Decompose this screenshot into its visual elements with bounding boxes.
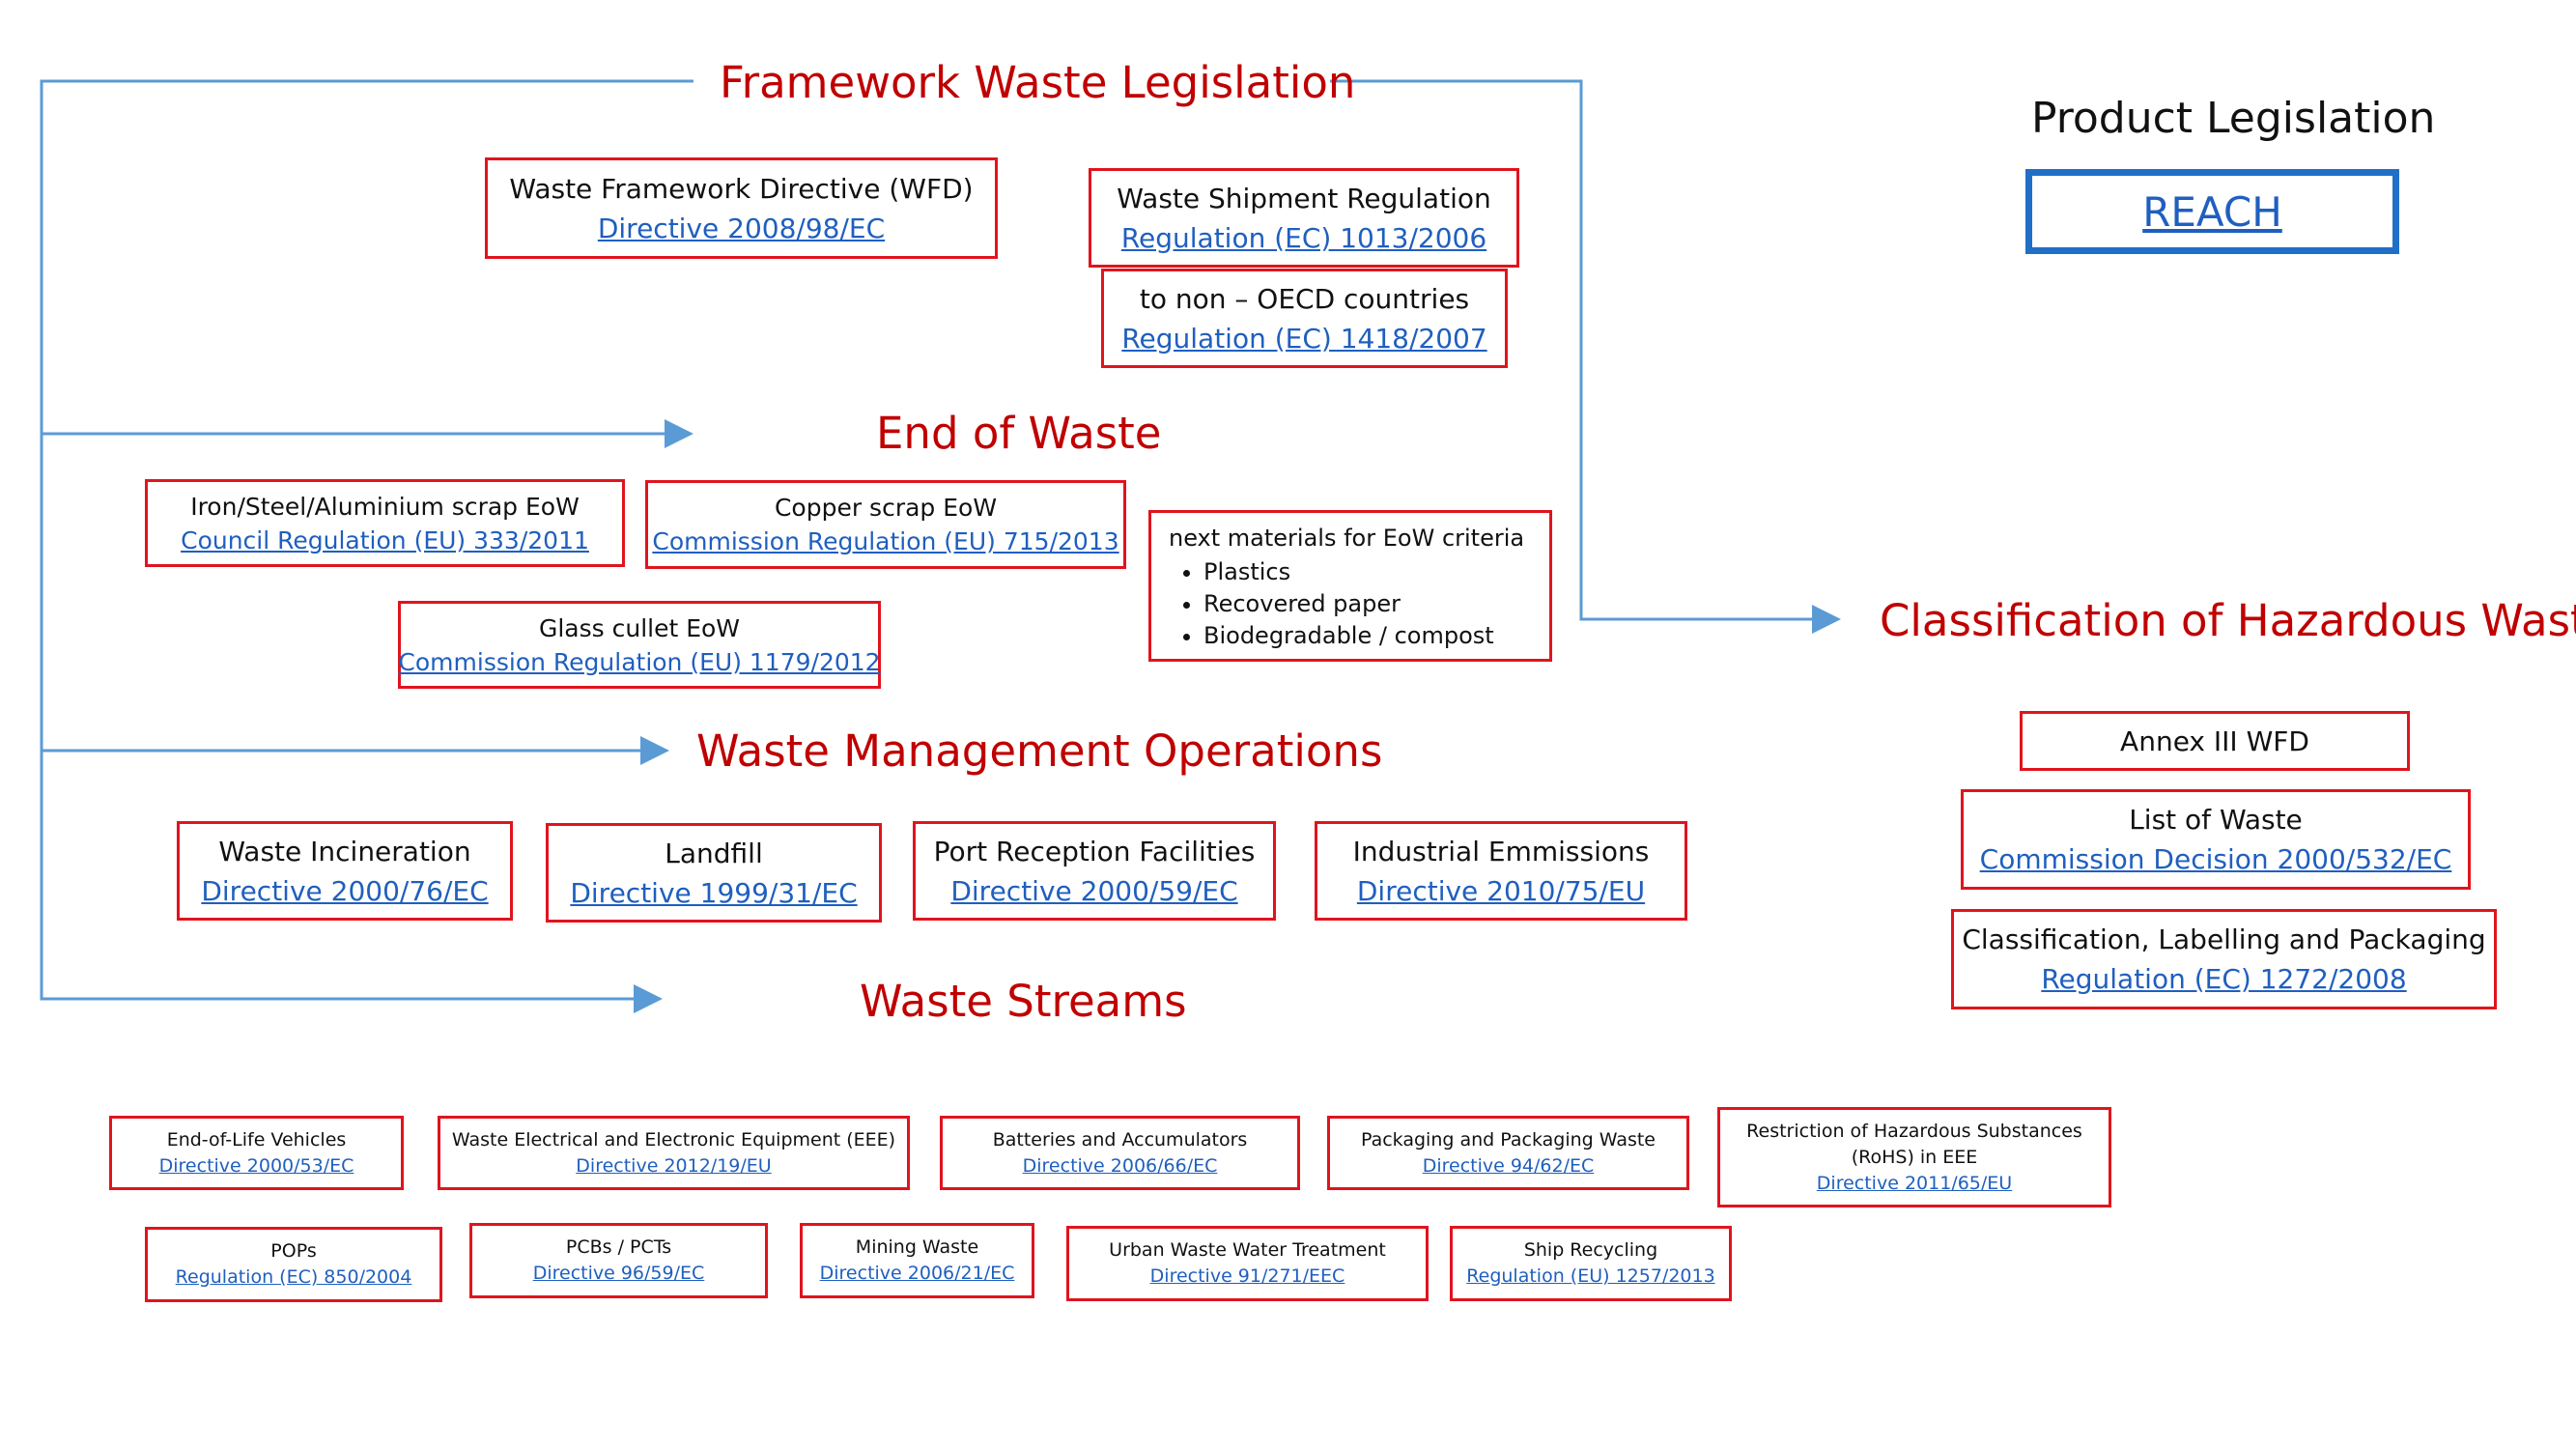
stream-title-line2: (RoHS) in EEE [1851, 1146, 1978, 1168]
stream-link[interactable]: Directive 2006/21/EC [819, 1263, 1015, 1284]
stream-link[interactable]: Directive 2000/53/EC [158, 1154, 354, 1177]
heading-classification: Classification of Hazardous Waste [1880, 595, 2576, 646]
oecd-title: to non – OECD countries [1139, 282, 1470, 315]
stream-link[interactable]: Directive 2006/66/EC [1022, 1154, 1218, 1177]
wmo-title: Port Reception Facilities [933, 835, 1256, 867]
stream-link[interactable]: Directive 2012/19/EU [576, 1154, 772, 1177]
wmo-box: Port Reception Facilities Directive 2000… [913, 821, 1276, 921]
wmo-link[interactable]: Directive 1999/31/EC [570, 876, 858, 909]
stream-box: End-of-Life Vehicles Directive 2000/53/E… [109, 1116, 404, 1190]
wmo-title: Landfill [665, 837, 763, 869]
stream-title: Packaging and Packaging Waste [1360, 1128, 1656, 1151]
wmo-box: Landfill Directive 1999/31/EC [546, 823, 882, 923]
heading-product: Product Legislation [2031, 94, 2436, 143]
heading-end-of-waste: End of Waste [876, 408, 1162, 459]
clp-title: Classification, Labelling and Packaging [1962, 923, 2486, 955]
eow-glass-title: Glass cullet EoW [538, 613, 741, 642]
stream-title: Ship Recycling [1523, 1239, 1658, 1261]
stream-title: PCBs / PCTs [565, 1236, 672, 1258]
eow-glass-link[interactable]: Commission Regulation (EU) 1179/2012 [398, 647, 881, 676]
connector-classification [1330, 79, 1841, 634]
stream-box: Mining Waste Directive 2006/21/EC [800, 1223, 1034, 1298]
eow-copper-box: Copper scrap EoW Commission Regulation (… [645, 480, 1126, 569]
annex-box: Annex III WFD [2020, 711, 2410, 771]
stream-box: PCBs / PCTs Directive 96/59/EC [469, 1223, 768, 1298]
heading-framework: Framework Waste Legislation [720, 57, 1356, 108]
reach-link[interactable]: REACH [2142, 187, 2282, 236]
eow-copper-link[interactable]: Commission Regulation (EU) 715/2013 [652, 527, 1119, 555]
stream-box: POPs Regulation (EC) 850/2004 [145, 1227, 442, 1302]
reach-box: REACH [2025, 169, 2399, 254]
wsr-link[interactable]: Regulation (EC) 1013/2006 [1120, 221, 1487, 254]
wmo-link[interactable]: Directive 2010/75/EU [1356, 874, 1646, 907]
oecd-link[interactable]: Regulation (EC) 1418/2007 [1121, 322, 1487, 355]
wsr-title: Waste Shipment Regulation [1117, 182, 1491, 214]
wmo-link[interactable]: Directive 2000/59/EC [950, 874, 1238, 907]
stream-link[interactable]: Directive 91/271/EEC [1149, 1265, 1345, 1287]
oecd-box: to non – OECD countries Regulation (EC) … [1101, 269, 1508, 368]
low-title: List of Waste [2129, 804, 2303, 836]
eow-iron-box: Iron/Steel/Aluminium scrap EoW Council R… [145, 479, 625, 567]
wmo-box: Industrial Emmissions Directive 2010/75/… [1315, 821, 1687, 921]
heading-wmo: Waste Management Operations [696, 725, 1383, 777]
clp-link[interactable]: Regulation (EC) 1272/2008 [2041, 963, 2407, 995]
wmo-title: Industrial Emmissions [1352, 835, 1650, 867]
wmo-title: Waste Incineration [218, 835, 471, 867]
stream-title: Restriction of Hazardous Substances [1746, 1120, 2082, 1142]
clp-box: Classification, Labelling and Packaging … [1951, 909, 2497, 1009]
stream-link[interactable]: Regulation (EU) 1257/2013 [1466, 1265, 1715, 1287]
stream-title: POPs [270, 1240, 317, 1262]
eow-glass-box: Glass cullet EoW Commission Regulation (… [398, 601, 881, 689]
stream-title: Urban Waste Water Treatment [1109, 1239, 1386, 1261]
wsr-box: Waste Shipment Regulation Regulation (EC… [1089, 168, 1519, 268]
eow-next-item: Biodegradable / compost [1203, 620, 1494, 652]
connector-framework-left [40, 79, 694, 1013]
wfd-box: Waste Framework Directive (WFD) Directiv… [485, 157, 998, 259]
eow-next-box: next materials for EoW criteria Plastics… [1148, 510, 1552, 662]
stream-link[interactable]: Regulation (EC) 850/2004 [175, 1266, 412, 1288]
annex-title: Annex III WFD [2120, 724, 2309, 757]
low-box: List of Waste Commission Decision 2000/5… [1961, 789, 2471, 890]
stream-link[interactable]: Directive 2011/65/EU [1816, 1172, 2013, 1194]
low-link[interactable]: Commission Decision 2000/532/EC [1979, 843, 2452, 875]
stream-link[interactable]: Directive 96/59/EC [532, 1263, 705, 1284]
eow-iron-title: Iron/Steel/Aluminium scrap EoW [190, 492, 580, 521]
stream-box: Ship Recycling Regulation (EU) 1257/2013 [1450, 1226, 1732, 1301]
stream-box: Waste Electrical and Electronic Equipmen… [438, 1116, 910, 1190]
eow-next-item: Plastics [1203, 556, 1494, 588]
stream-box: Urban Waste Water Treatment Directive 91… [1066, 1226, 1429, 1301]
wmo-box: Waste Incineration Directive 2000/76/EC [177, 821, 513, 921]
wfd-link[interactable]: Directive 2008/98/EC [597, 212, 886, 244]
stream-title: Waste Electrical and Electronic Equipmen… [451, 1128, 896, 1151]
stream-title: Batteries and Accumulators [992, 1128, 1248, 1151]
wmo-link[interactable]: Directive 2000/76/EC [201, 874, 489, 907]
heading-streams: Waste Streams [860, 976, 1187, 1027]
stream-box: Packaging and Packaging Waste Directive … [1327, 1116, 1689, 1190]
stream-box: Restriction of Hazardous Substances (RoH… [1717, 1107, 2111, 1208]
eow-iron-link[interactable]: Council Regulation (EU) 333/2011 [181, 526, 589, 554]
wfd-title: Waste Framework Directive (WFD) [509, 172, 974, 205]
eow-next-list: Plastics Recovered paper Biodegradable /… [1169, 556, 1494, 652]
stream-link[interactable]: Directive 94/62/EC [1422, 1154, 1595, 1177]
stream-box: Batteries and Accumulators Directive 200… [940, 1116, 1300, 1190]
eow-next-title: next materials for EoW criteria [1169, 525, 1525, 552]
stream-title: Mining Waste [855, 1236, 979, 1258]
stream-title: End-of-Life Vehicles [166, 1128, 347, 1151]
eow-next-item: Recovered paper [1203, 588, 1494, 620]
eow-copper-title: Copper scrap EoW [774, 494, 998, 522]
